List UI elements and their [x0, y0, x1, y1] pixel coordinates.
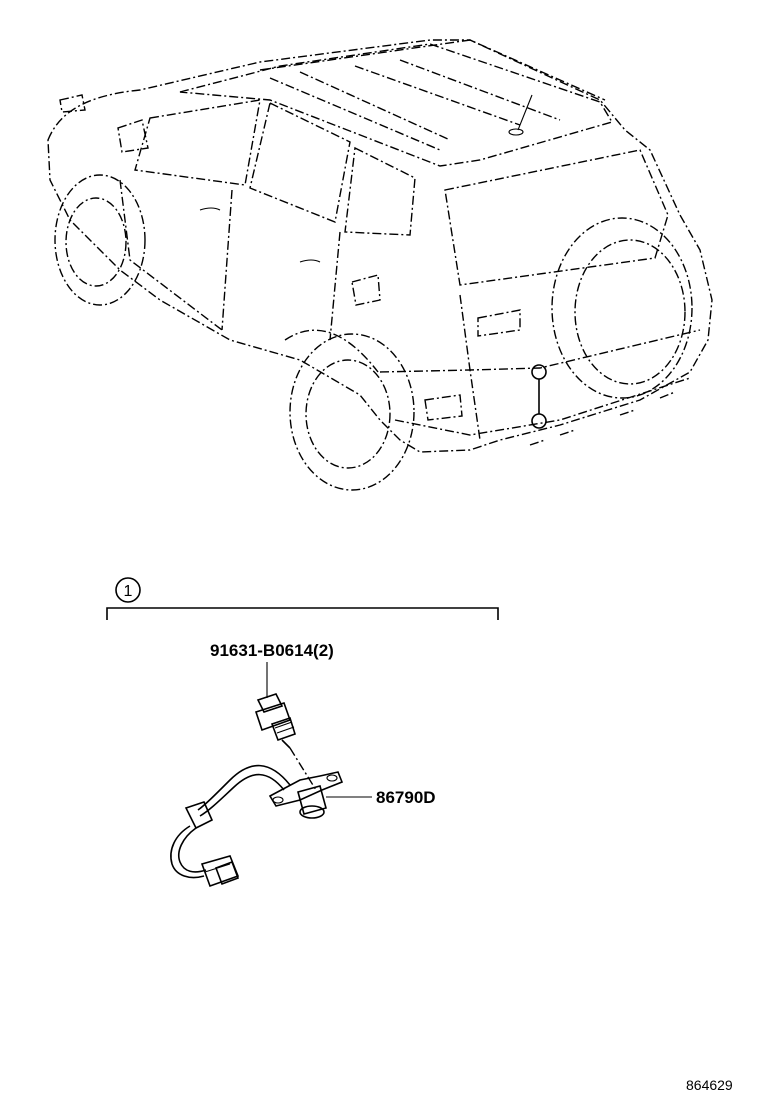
vehicle-outline — [47, 39, 713, 491]
location-marker — [531, 364, 547, 429]
svg-text:91631-B0614(2): 91631-B0614(2) — [210, 641, 334, 660]
callout-bracket: 1 — [106, 577, 499, 620]
part-quantity-screw: (2) — [313, 641, 334, 660]
sensor-part: 86790D — [170, 764, 436, 888]
illustration-id: 864629 — [686, 1077, 733, 1093]
part-number-sensor: 86790D — [376, 788, 436, 807]
callout-number: 1 — [124, 583, 133, 600]
screw-part: 91631-B0614(2) — [210, 641, 334, 791]
callout-circle — [115, 577, 141, 603]
part-number-screw: 91631-B0614 — [210, 641, 314, 660]
